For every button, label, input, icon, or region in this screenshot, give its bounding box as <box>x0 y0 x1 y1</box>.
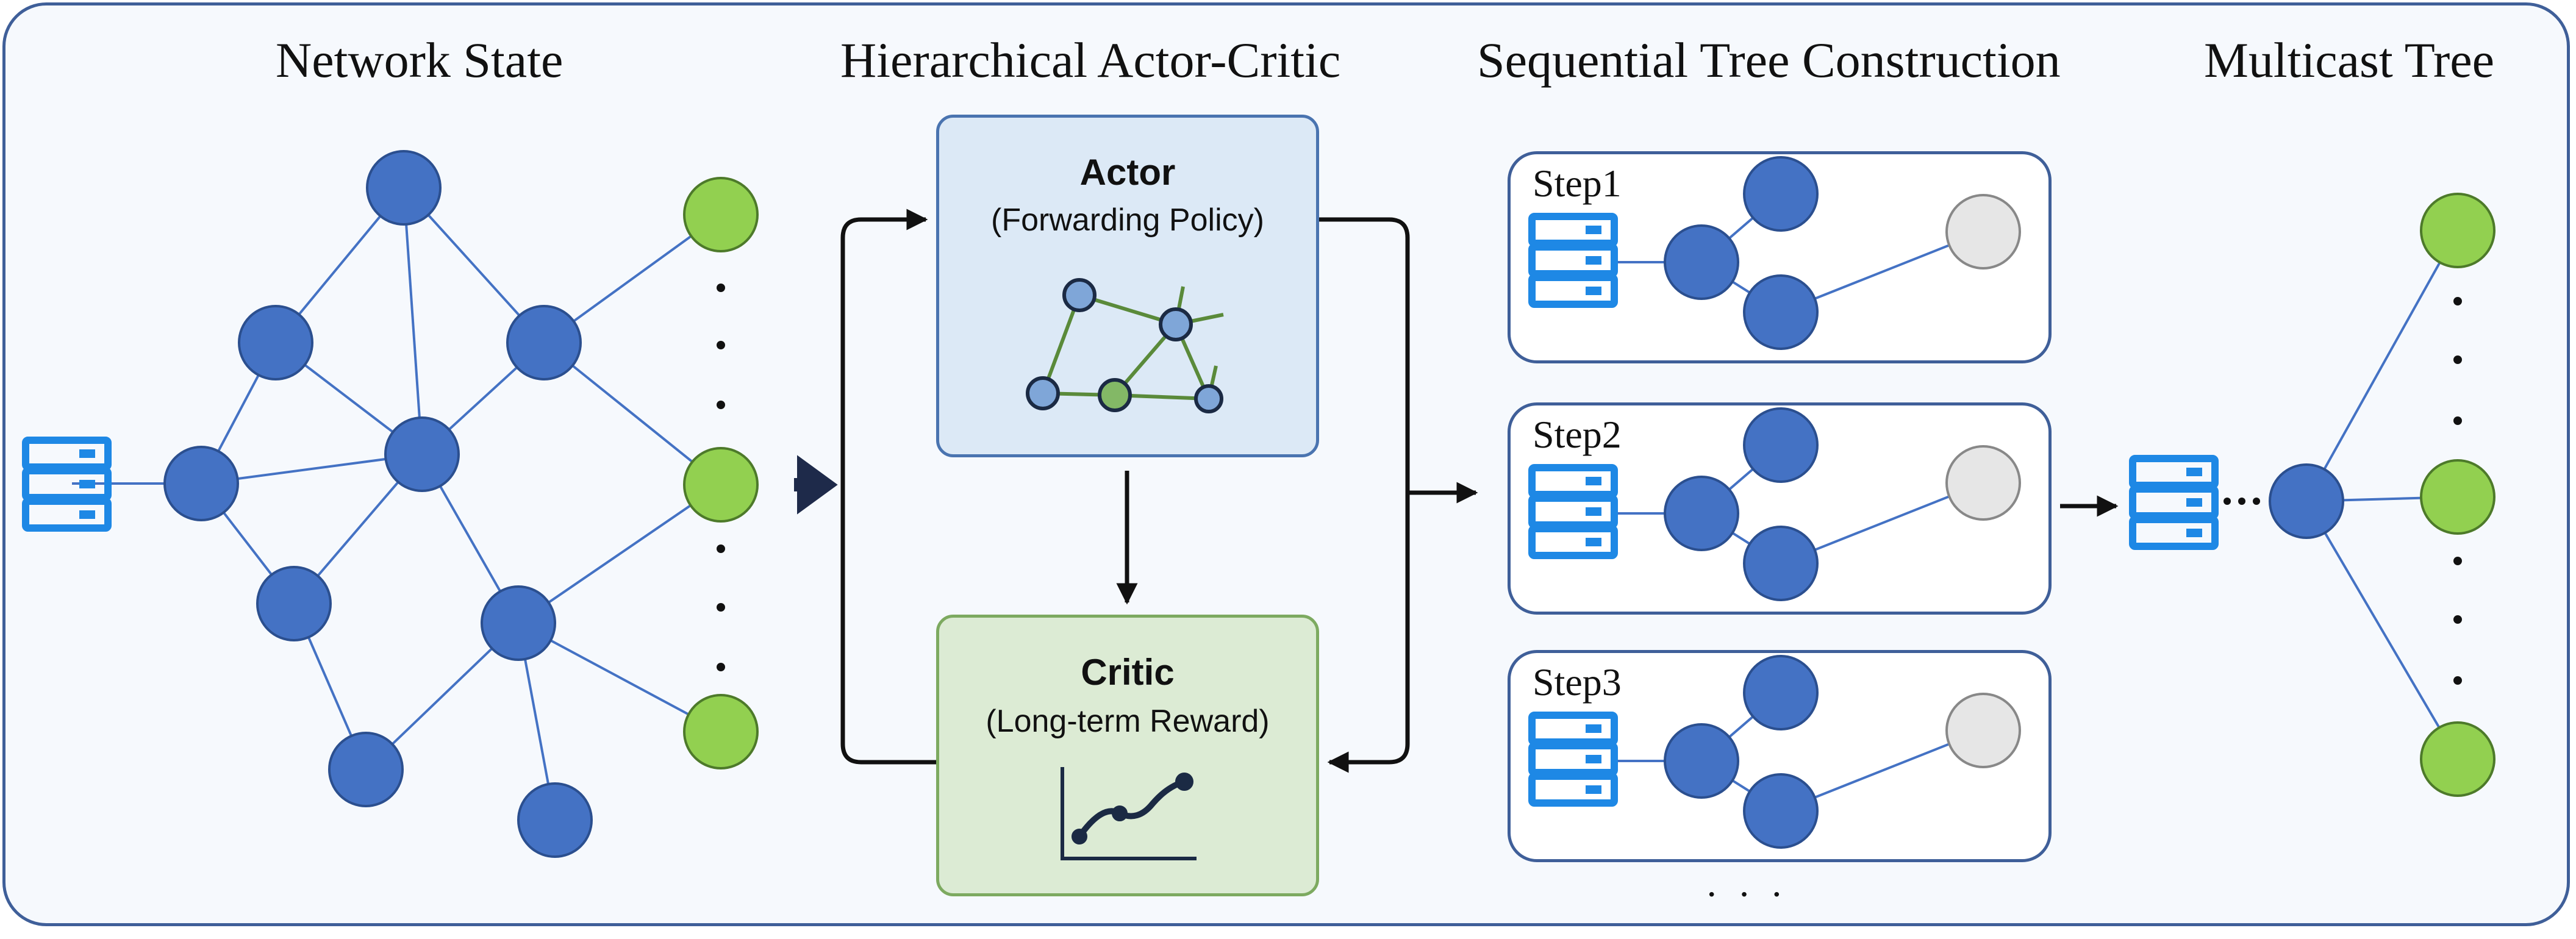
title-tree-construction: Sequential Tree Construction <box>1477 32 2061 88</box>
step-tree-1 <box>1528 156 2021 350</box>
actor-critic-arrows <box>840 209 2119 773</box>
actor-subtitle: (Forwarding Policy) <box>991 202 1264 238</box>
network-node <box>238 305 313 380</box>
step-tree-2 <box>1528 407 2021 601</box>
step-node <box>1743 274 1819 350</box>
server-icon <box>1528 494 1618 529</box>
step-node <box>1664 476 1739 551</box>
server-slot <box>1586 724 1601 733</box>
step-trees <box>1528 156 2021 849</box>
unvisited-node <box>1945 693 2021 768</box>
source-server-icon <box>22 437 112 532</box>
server-icon <box>1528 243 1618 277</box>
server-slot <box>1586 256 1601 265</box>
server-slot <box>1586 226 1601 234</box>
network-node <box>163 446 239 521</box>
multicast-leaf-node <box>2420 459 2496 535</box>
network-node <box>256 566 332 641</box>
critic-subtitle: (Long-term Reward) <box>986 704 1270 739</box>
server-icon <box>1528 464 1618 498</box>
step-label-3: Step3 <box>1533 660 1622 704</box>
actor-graph-icon <box>1026 278 1224 413</box>
steps-ellipsis: · · · <box>1705 873 1788 916</box>
multicast-root-node <box>2269 463 2344 539</box>
destination-node <box>683 694 759 769</box>
multicast-vertical-ellipsis <box>2453 297 2462 685</box>
input-arrow <box>794 455 838 515</box>
step-tree-3 <box>1528 655 2021 849</box>
network-node <box>517 782 593 858</box>
step-node <box>1743 655 1819 730</box>
server-slot <box>1586 538 1601 546</box>
server-slot <box>1586 507 1601 516</box>
server-icon <box>1528 274 1618 308</box>
destination-node <box>683 447 759 523</box>
server-slot <box>1586 755 1601 763</box>
step-node <box>1743 526 1819 601</box>
step-node <box>1743 773 1819 849</box>
step-node <box>1664 723 1739 799</box>
server-icon <box>1528 773 1618 807</box>
network-node <box>481 585 556 661</box>
step-node <box>1664 224 1739 300</box>
title-network-state: Network State <box>276 32 564 88</box>
server-icon <box>1528 525 1618 559</box>
server-slot <box>1586 287 1601 295</box>
unvisited-node <box>1945 194 2021 270</box>
network-graph <box>72 187 722 821</box>
network-node <box>384 416 460 492</box>
step-node <box>1743 407 1819 483</box>
step-node <box>1743 156 1819 232</box>
horizontal-ellipsis <box>2224 498 2260 505</box>
multicast-leaf-node <box>2420 721 2496 797</box>
network-node <box>328 732 404 807</box>
network-node <box>366 150 442 226</box>
network-node <box>506 305 582 380</box>
critic-chart-icon <box>1061 767 1197 860</box>
multicast-leaf-node <box>2420 193 2496 268</box>
server-slot <box>1586 785 1601 794</box>
network-nodes <box>163 150 759 858</box>
title-actor-critic: Hierarchical Actor-Critic <box>840 32 1341 88</box>
server-slot <box>1586 477 1601 485</box>
destination-node <box>683 177 759 252</box>
server-icon <box>1528 712 1618 746</box>
step-label-1: Step1 <box>1533 162 1622 205</box>
server-icon <box>1528 213 1618 247</box>
step-label-2: Step2 <box>1533 413 1622 456</box>
title-multicast-tree: Multicast Tree <box>2204 32 2495 88</box>
critic-title: Critic <box>1081 652 1175 693</box>
vertical-ellipsis <box>717 284 725 671</box>
unvisited-node <box>1945 445 2021 521</box>
server-icon <box>1528 742 1618 776</box>
critic-box: Critic (Long-term Reward) <box>936 615 1319 896</box>
multicast-source-icon <box>2129 455 2219 550</box>
actor-title: Actor <box>1079 152 1176 193</box>
